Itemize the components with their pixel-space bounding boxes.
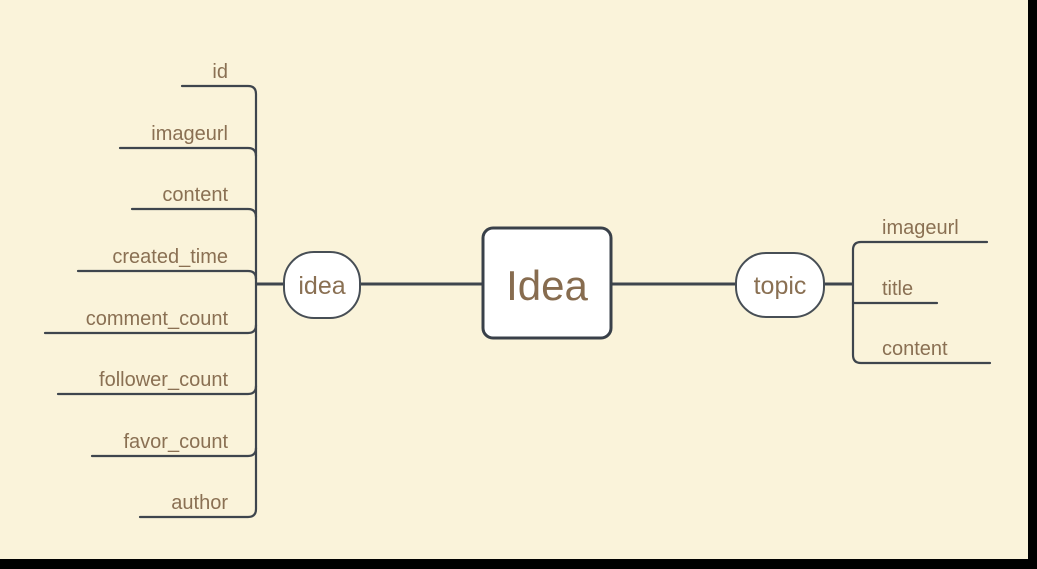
attribute-label-follower-count[interactable]: follower_count bbox=[99, 369, 228, 391]
attribute-label-content[interactable]: content bbox=[162, 184, 228, 206]
attribute-label-imageurl[interactable]: imageurl bbox=[151, 123, 228, 145]
branch-line-imageurl bbox=[118, 146, 258, 158]
idea-branch-label[interactable]: idea bbox=[298, 272, 345, 300]
branch-line-follower-count bbox=[56, 384, 258, 396]
root-node[interactable] bbox=[481, 226, 613, 340]
attribute-label-topic-imageurl[interactable]: imageurl bbox=[882, 217, 959, 239]
attribute-label-topic-title[interactable]: title bbox=[882, 278, 913, 300]
branch-line-favor-count bbox=[90, 446, 258, 458]
topic-branch-node[interactable] bbox=[735, 252, 825, 318]
branch-line-created-time bbox=[76, 269, 258, 281]
root-node-label[interactable]: Idea bbox=[506, 262, 588, 309]
attribute-label-created-time[interactable]: created_time bbox=[112, 246, 228, 268]
topic-branch-label[interactable]: topic bbox=[754, 272, 807, 300]
attribute-label-topic-content[interactable]: content bbox=[882, 338, 948, 360]
branch-line-comment-count bbox=[43, 323, 258, 335]
attribute-label-comment-count[interactable]: comment_count bbox=[86, 308, 229, 330]
attribute-label-favor-count[interactable]: favor_count bbox=[123, 431, 228, 453]
branch-line-content bbox=[130, 207, 258, 219]
attribute-label-id[interactable]: id bbox=[212, 61, 228, 83]
left-trunk-line bbox=[138, 84, 258, 519]
idea-branch-node[interactable] bbox=[283, 251, 361, 319]
attribute-label-author[interactable]: author bbox=[171, 492, 228, 514]
